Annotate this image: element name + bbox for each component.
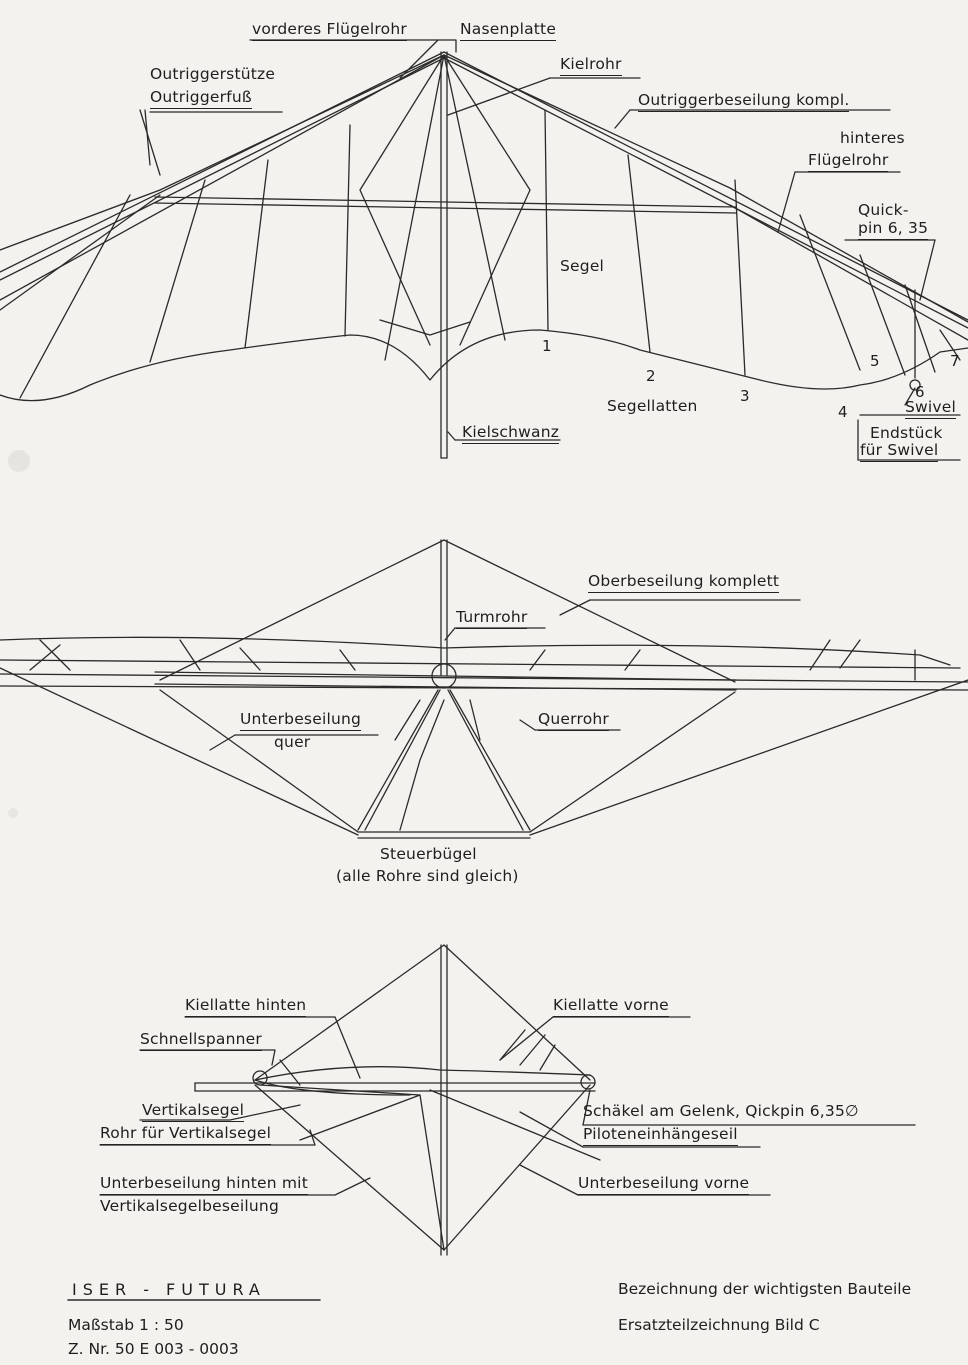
label-quer: quer xyxy=(274,733,311,751)
label-schnellspanner: Schnellspanner xyxy=(140,1030,262,1051)
label-kiellatte-vorne: Kiellatte vorne xyxy=(553,996,669,1017)
label-piloteneinhaengeseil: Piloteneinhängeseil xyxy=(583,1125,738,1146)
label-quick: Quick- xyxy=(858,201,909,219)
front-view-glider xyxy=(0,539,968,839)
scan-artifact xyxy=(8,450,30,472)
label-fluegelrohr: Flügelrohr xyxy=(808,151,889,172)
label-segel: Segel xyxy=(560,257,605,275)
label-unterbeseilung: Unterbeseilung xyxy=(240,710,362,731)
label-kielschwanz: Kielschwanz xyxy=(462,423,560,444)
label-oberbeseilung: Oberbeseilung komplett xyxy=(588,572,780,593)
top-view-glider xyxy=(0,39,968,461)
scale-text: Maßstab 1 : 50 xyxy=(68,1316,184,1334)
label-schaekel: Schäkel am Gelenk, Qickpin 6,35∅ xyxy=(583,1102,859,1120)
drawing-number: Z. Nr. 50 E 003 - 0003 xyxy=(68,1340,239,1358)
label-outriggerstuetze: Outriggerstütze xyxy=(150,65,276,83)
batten-number-2: 2 xyxy=(646,367,656,385)
label-outriggerfuss: Outriggerfuß xyxy=(150,88,252,109)
label-vertikalsegelbeseilung: Vertikalsegelbeseilung xyxy=(100,1197,279,1215)
label-kiellatte-hinten: Kiellatte hinten xyxy=(185,996,307,1017)
label-querrohr: Querrohr xyxy=(538,710,609,731)
label-endstueck: Endstück xyxy=(870,424,943,442)
label-outriggerbeseilung: Outriggerbeseilung kompl. xyxy=(638,91,850,112)
side-view-glider xyxy=(99,944,916,1256)
label-nasenplatte: Nasenplatte xyxy=(460,20,557,41)
spare-part-drawing: Ersatzteilzeichnung Bild C xyxy=(618,1316,820,1334)
label-segellatten: Segellatten xyxy=(607,397,698,415)
label-alle-rohre: (alle Rohre sind gleich) xyxy=(336,867,519,885)
label-kielrohr: Kielrohr xyxy=(560,55,622,76)
batten-number-6: 6 xyxy=(915,383,925,401)
batten-number-1: 1 xyxy=(542,337,552,355)
label-fuer-swivel: für Swivel xyxy=(860,441,939,462)
batten-number-5: 5 xyxy=(870,352,880,370)
batten-number-3: 3 xyxy=(740,387,750,405)
batten-number-4: 4 xyxy=(838,403,848,421)
label-unterbeseilung-hinten: Unterbeseilung hinten mit xyxy=(100,1174,308,1195)
batten-number-7: 7 xyxy=(950,352,960,370)
label-vertikalsegel: Vertikalsegel xyxy=(142,1101,245,1122)
label-pin: pin 6, 35 xyxy=(858,219,929,240)
label-steuerbuegel: Steuerbügel xyxy=(380,845,477,863)
label-turmrohr: Turmrohr xyxy=(456,608,528,629)
drawing-title: ISER - FUTURA xyxy=(72,1280,266,1299)
label-hinteres: hinteres xyxy=(840,129,905,147)
component-designation: Bezeichnung der wichtigsten Bauteile xyxy=(618,1280,912,1298)
label-swivel: Swivel xyxy=(905,398,957,419)
label-unterbeseilung-vorne: Unterbeseilung vorne xyxy=(578,1174,750,1195)
label-vorderes-fluegelrohr: vorderes Flügelrohr xyxy=(252,20,407,41)
label-rohr-vertikalsegel: Rohr für Vertikalsegel xyxy=(100,1124,272,1145)
scan-artifact xyxy=(8,808,18,818)
